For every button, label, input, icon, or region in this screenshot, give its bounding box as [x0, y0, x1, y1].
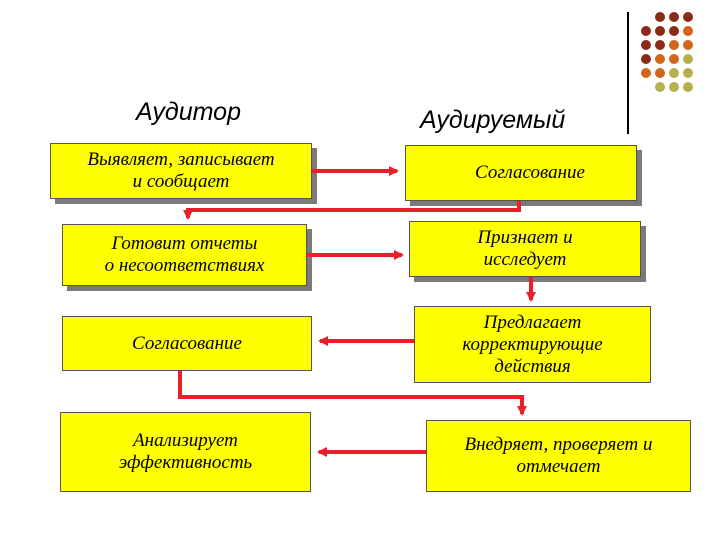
- decorative-dot: [683, 40, 693, 50]
- arrow-agree-to-implement: [178, 371, 527, 416]
- decorative-dot: [655, 82, 665, 92]
- arrow-agree-to-prepare: [183, 201, 521, 220]
- decorative-dot: [669, 54, 679, 64]
- decorative-dot: [669, 68, 679, 78]
- implement-box: Внедряет, проверяет и отмечает: [426, 420, 691, 492]
- decorative-dot: [641, 54, 651, 64]
- decorative-dot: [669, 26, 679, 36]
- decorative-dot: [641, 26, 651, 36]
- decorative-dot: [669, 12, 679, 22]
- implement-text: Внедряет, проверяет и отмечает: [464, 434, 653, 477]
- decorative-dot: [655, 54, 665, 64]
- decorative-dot: [641, 40, 651, 50]
- header-divider-line: [627, 12, 629, 134]
- decorative-dot: [669, 82, 679, 92]
- decorative-dot: [655, 12, 665, 22]
- decorative-dot: [683, 82, 693, 92]
- auditor-heading: Аудитор: [136, 98, 241, 126]
- decorative-dot: [669, 40, 679, 50]
- propose-box: Предлагает корректирующие действия: [414, 306, 651, 383]
- analyze-box: Анализирует эффективность: [60, 412, 311, 492]
- admit-box: Признает и исследует: [409, 221, 641, 277]
- decorative-dot: [683, 68, 693, 78]
- auditee-heading: Аудируемый: [420, 106, 566, 134]
- agree-mid-text: Согласование: [132, 332, 242, 354]
- agree-mid-box: Согласование: [62, 316, 312, 371]
- decorative-dot: [641, 68, 651, 78]
- admit-text: Признает и исследует: [477, 227, 573, 270]
- prepare-text: Готовит отчеты о несоответствиях: [104, 233, 265, 276]
- decorative-dot: [683, 26, 693, 36]
- decorative-dot: [683, 12, 693, 22]
- decorative-dot: [655, 26, 665, 36]
- identify-text: Выявляет, записывает и сообщает: [87, 149, 275, 192]
- decorative-dot: [655, 68, 665, 78]
- agree-top-text: Согласование: [475, 162, 585, 183]
- propose-text: Предлагает корректирующие действия: [462, 311, 603, 377]
- prepare-box: Готовит отчеты о несоответствиях: [62, 224, 307, 286]
- decorative-dot: [683, 54, 693, 64]
- identify-box: Выявляет, записывает и сообщает: [50, 143, 312, 199]
- decorative-dot: [655, 40, 665, 50]
- agree-top-box: Согласование: [405, 145, 637, 201]
- analyze-text: Анализирует эффективность: [118, 430, 253, 473]
